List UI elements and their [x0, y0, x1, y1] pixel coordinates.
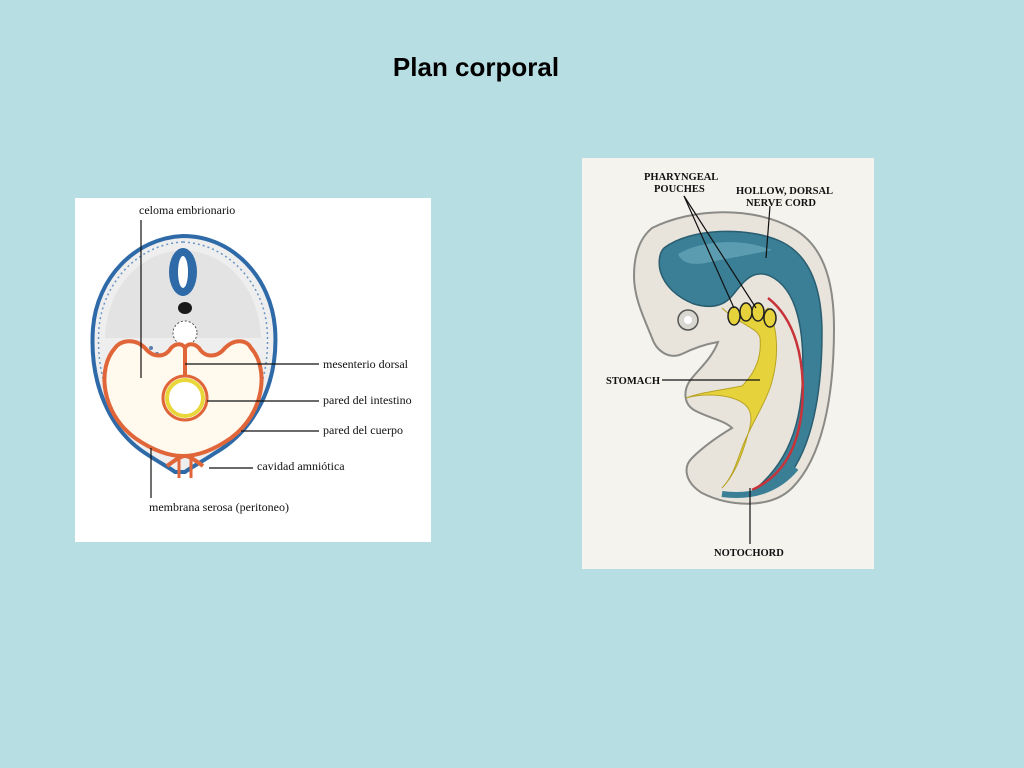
- label-stomach: STOMACH: [606, 376, 660, 387]
- label-pared-cuerpo: pared del cuerpo: [323, 423, 403, 437]
- label-celoma: celoma embrionario: [139, 203, 235, 217]
- notochord-dot: [178, 302, 192, 314]
- dashed-circle: [172, 320, 198, 346]
- nerve-cord: [658, 230, 823, 493]
- label-pouches-2: POUCHES: [654, 184, 705, 195]
- label-pouches-1: PHARYNGEAL: [644, 172, 718, 183]
- label-nerve-2: NERVE CORD: [746, 198, 816, 209]
- cross-section-diagram: celoma embrionario mesenterio dorsal par…: [90, 203, 412, 514]
- label-cavidad: cavidad amniótica: [257, 459, 345, 473]
- label-mesenterio: mesenterio dorsal: [323, 357, 409, 371]
- embryo-diagram: PHARYNGEAL POUCHES HOLLOW, DORSAL NERVE …: [606, 172, 836, 559]
- label-nerve-1: HOLLOW, DORSAL: [736, 186, 833, 197]
- label-pared-intestino: pared del intestino: [323, 393, 412, 407]
- slide-title: Plan corporal: [392, 52, 560, 82]
- label-notochord: NOTOCHORD: [714, 548, 784, 559]
- amniotic-attachment: [165, 453, 205, 468]
- cross-section-figure: celoma embrionario mesenterio dorsal par…: [75, 198, 431, 542]
- label-membrana: membrana serosa (peritoneo): [149, 500, 289, 514]
- notochord: [751, 297, 804, 492]
- embryo-figure: PHARYNGEAL POUCHES HOLLOW, DORSAL NERVE …: [582, 158, 874, 569]
